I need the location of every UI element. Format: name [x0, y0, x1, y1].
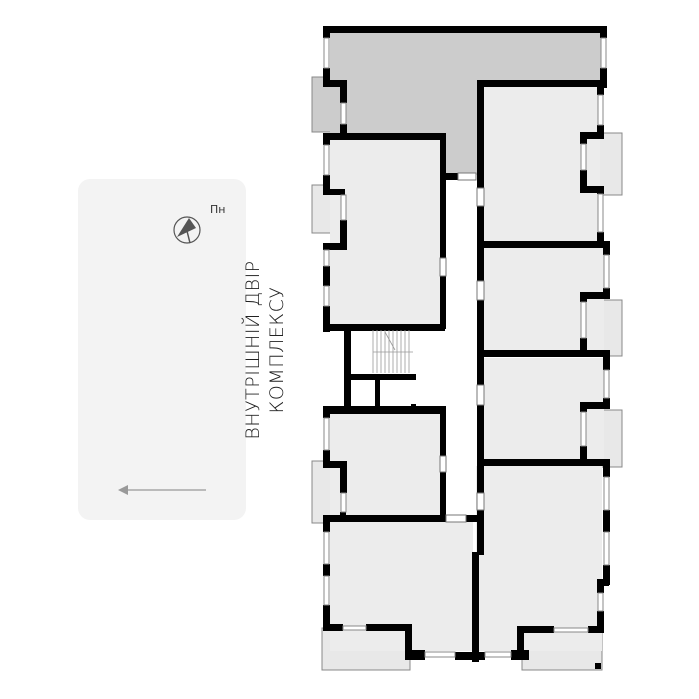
rooms: [330, 86, 604, 651]
corner-post: [595, 663, 601, 669]
doors: [439, 172, 485, 523]
courtyard-legend-card: [78, 179, 246, 520]
walls: [323, 26, 610, 662]
room-left-1: [330, 140, 440, 325]
arrow-left-icon: [118, 485, 206, 495]
room-bottom-right: [476, 466, 602, 651]
north-label: Пн: [210, 203, 226, 216]
staircase: [372, 330, 413, 373]
windows: [323, 37, 610, 658]
room-bottom-left: [330, 521, 473, 651]
north-compass-icon: [173, 216, 201, 244]
room-left-2: [330, 414, 440, 516]
highlighted-apartment: [330, 30, 603, 175]
